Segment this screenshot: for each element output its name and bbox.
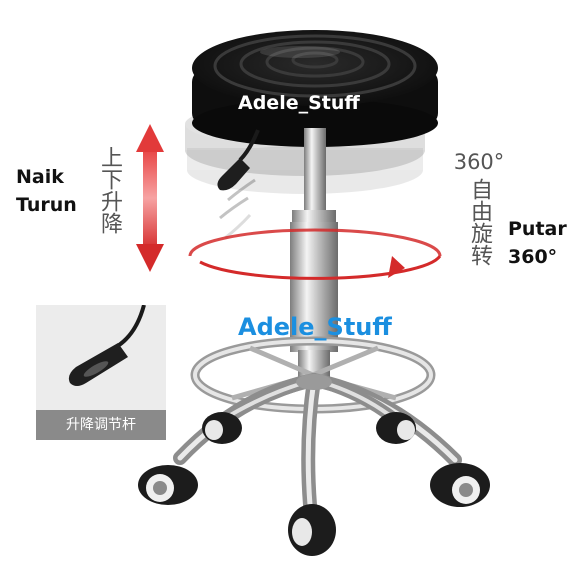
turun-text: Turun (16, 194, 77, 216)
lever-detail-inset: 升降调节杆 (36, 305, 166, 440)
center-watermark: Adele_Stuff (238, 313, 392, 341)
seat (192, 30, 438, 147)
naik-turun-label: Naik Turun (16, 163, 77, 219)
putar-label: Putar 360° (508, 215, 567, 271)
caster-back-right (376, 412, 416, 444)
chrome-base (173, 373, 462, 512)
naik-text: Naik (16, 166, 64, 188)
rotation-cn-label: 自由旋转 (467, 178, 492, 266)
caster-wheels (138, 412, 490, 556)
rotation-arrow (188, 228, 442, 280)
updown-cn-label: 上下升降 (97, 146, 122, 234)
caster-right (430, 463, 490, 507)
caster-left (138, 465, 198, 505)
caster-front (288, 504, 336, 556)
gas-lift-column (290, 128, 338, 380)
putar-text: Putar (508, 218, 567, 240)
ghost-lever (219, 178, 256, 220)
putar-degrees: 360° (508, 246, 558, 268)
rotation-label-group: 360° 自由旋转 (449, 150, 509, 270)
lever-caption: 升降调节杆 (36, 410, 166, 440)
updown-arrow-icon (136, 124, 164, 272)
seat-watermark: Adele_Stuff (238, 92, 360, 114)
rotation-degrees: 360° (453, 150, 505, 174)
height-lever (217, 129, 260, 191)
lever-detail-icon (68, 305, 146, 386)
caster-back-left (202, 412, 242, 444)
